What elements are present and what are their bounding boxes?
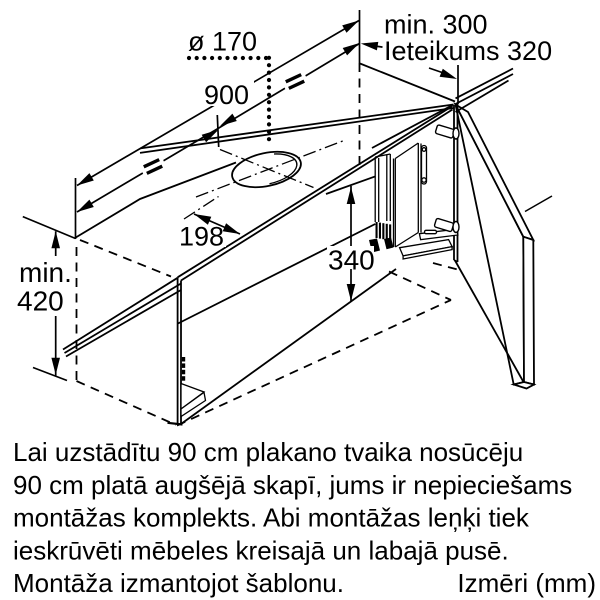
svg-text:Montāža izmantojot šablonu.: Montāža izmantojot šablonu. [13, 568, 344, 598]
svg-text:900: 900 [204, 80, 249, 110]
svg-text:min.: min. [19, 257, 72, 288]
svg-text:ø 170: ø 170 [188, 27, 257, 57]
svg-text:198: 198 [179, 222, 224, 252]
svg-text:Izmēri (mm): Izmēri (mm) [457, 568, 596, 598]
svg-text:Lai uzstādītu 90 cm plakano tv: Lai uzstādītu 90 cm plakano tvaika nosūc… [13, 437, 523, 467]
svg-text:340: 340 [328, 245, 375, 276]
svg-text:montāžas komplekts. Abi montāž: montāžas komplekts. Abi montāžas leņķi t… [13, 503, 530, 533]
svg-text:Ieteikums 320: Ieteikums 320 [384, 36, 552, 66]
svg-text:ieskrūvēti mēbeles kreisajā un: ieskrūvēti mēbeles kreisajā un labajā pu… [13, 535, 509, 565]
svg-text:min. 300: min. 300 [384, 10, 488, 40]
svg-text:420: 420 [17, 286, 64, 317]
svg-text:90 cm platā augšējā skapī, jum: 90 cm platā augšējā skapī, jums ir nepie… [13, 470, 572, 500]
